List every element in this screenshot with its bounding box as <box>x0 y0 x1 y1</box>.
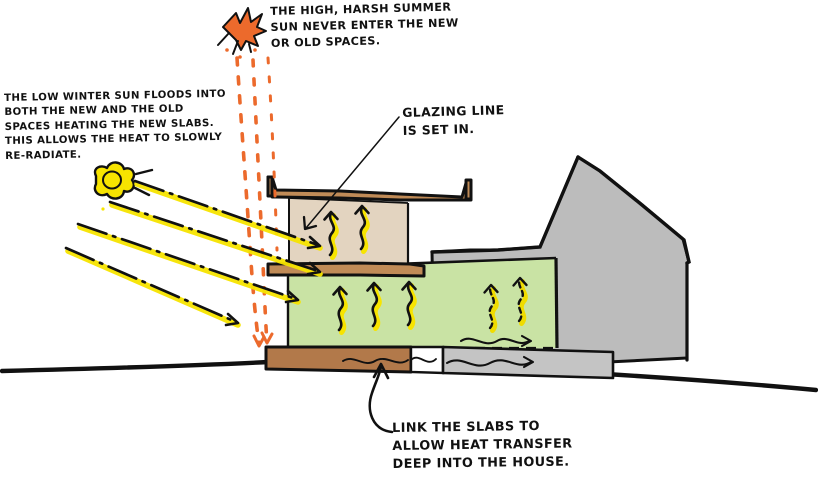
link-slabs-note: LINK THE SLABS TO ALLOW HEAT TRANSFER DE… <box>392 418 573 473</box>
existing-concrete-slab <box>441 345 615 380</box>
slab-heat-transfer-wavy-arrow <box>445 355 535 369</box>
summer-ray-arrowheads <box>252 331 274 348</box>
winter-sun-note: THE LOW WINTER SUN FLOODS INTO BOTH THE … <box>4 88 226 162</box>
glazing-note: GLAZING LINE IS SET IN. <box>402 102 505 138</box>
slab-heat-transfer-wavy-arrow-upper <box>459 334 533 348</box>
winter-sun-blob-icon <box>93 161 154 211</box>
new-upper-room <box>288 197 410 265</box>
new-roof-slab <box>266 175 473 202</box>
slab-link-gap <box>409 345 445 375</box>
curved-pointer-arrow <box>368 362 394 434</box>
winter-sun-dash-dot-ray <box>64 179 323 328</box>
straight-leader-line <box>302 116 400 231</box>
new-concrete-slab <box>264 345 413 374</box>
summer-sun-burst-icon <box>217 7 267 59</box>
summer-sun-dashed-ray <box>235 56 279 346</box>
summer-sun-note: THE HIGH, HARSH SUMMER SUN NEVER ENTER T… <box>270 0 459 50</box>
